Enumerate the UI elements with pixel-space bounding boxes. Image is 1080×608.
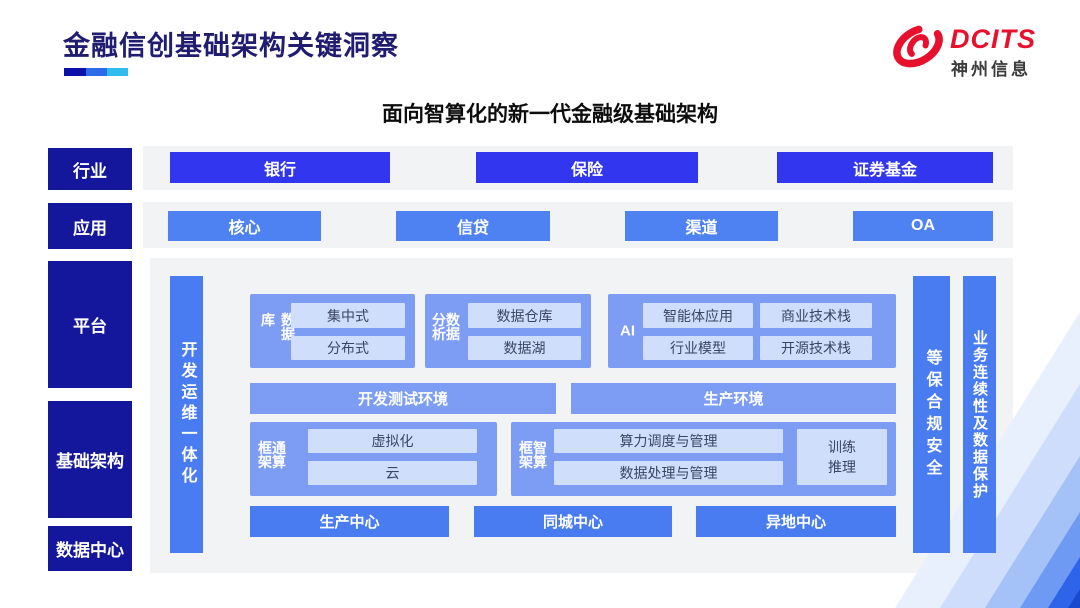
group-general-compute: 通算框架 虚拟化 云	[250, 422, 497, 496]
group-general-compute-label: 通算框架	[257, 440, 287, 469]
intelligent-compute-item-scheduling: 算力调度与管理	[554, 429, 783, 453]
general-compute-item-cloud: 云	[308, 461, 477, 485]
group-intelligent-compute-label: 智算框架	[518, 440, 548, 469]
env-devtest-bar: 开发测试环境	[250, 383, 556, 414]
layer-label-infrastructure: 基础架构	[48, 401, 132, 518]
group-analytics-label: 数据分析	[431, 312, 461, 341]
underline-seg-dark	[64, 68, 86, 76]
layer-label-application: 应用	[48, 203, 132, 249]
ai-item-industry-models: 行业模型	[643, 336, 753, 360]
application-item-oa: OA	[853, 211, 993, 241]
application-item-credit: 信贷	[396, 211, 550, 241]
database-item-distributed: 分布式	[291, 336, 405, 360]
brand-text: DCITS	[950, 24, 1036, 54]
intelligent-compute-item-dataprocessing: 数据处理与管理	[554, 461, 783, 485]
ai-item-commercial-stack: 商业技术栈	[760, 303, 872, 328]
devops-bar: 开发运维一体化	[170, 276, 203, 553]
industry-item-securities: 证券基金	[777, 152, 993, 183]
application-item-core: 核心	[168, 211, 321, 241]
env-production-bar: 生产环境	[571, 383, 896, 414]
ai-item-agent-apps: 智能体应用	[643, 303, 753, 328]
group-ai: AI 智能体应用 商业技术栈 行业模型 开源技术栈	[608, 294, 896, 368]
page-title: 金融信创基础架构关键洞察	[63, 31, 399, 61]
title-underline	[64, 63, 128, 81]
dcits-logo-swirl-icon	[888, 18, 948, 79]
layer-label-datacenter: 数据中心	[48, 526, 132, 571]
diagram-subtitle: 面向智算化的新一代金融级基础架构	[382, 103, 718, 126]
company-text: 神州信息	[951, 60, 1031, 79]
application-item-channel: 渠道	[625, 211, 778, 241]
group-intelligent-compute: 智算框架 算力调度与管理 数据处理与管理 训练 推理	[511, 422, 896, 496]
center-samecity: 同城中心	[474, 506, 672, 537]
security-compliance-bar: 等保合规安全	[913, 276, 950, 553]
center-remote: 异地中心	[696, 506, 896, 537]
ai-item-opensource-stack: 开源技术栈	[760, 336, 872, 360]
business-continuity-bar: 业务连续性及数据保护	[963, 276, 996, 553]
training-inference-box: 训练 推理	[797, 429, 887, 485]
group-ai-label: AI	[620, 322, 635, 340]
group-database: 数据库 集中式 分布式	[250, 294, 415, 368]
database-item-centralized: 集中式	[291, 303, 405, 328]
underline-seg-light	[107, 68, 128, 76]
industry-item-bank: 银行	[170, 152, 390, 183]
industry-item-insurance: 保险	[476, 152, 698, 183]
general-compute-item-virtualization: 虚拟化	[308, 429, 477, 453]
analytics-item-warehouse: 数据仓库	[468, 303, 581, 328]
layer-label-industry: 行业	[48, 148, 132, 190]
analytics-item-lake: 数据湖	[468, 336, 581, 360]
center-production: 生产中心	[250, 506, 449, 537]
underline-seg-mid	[86, 68, 107, 76]
layer-label-platform: 平台	[48, 261, 132, 388]
group-analytics: 数据分析 数据仓库 数据湖	[425, 294, 591, 368]
